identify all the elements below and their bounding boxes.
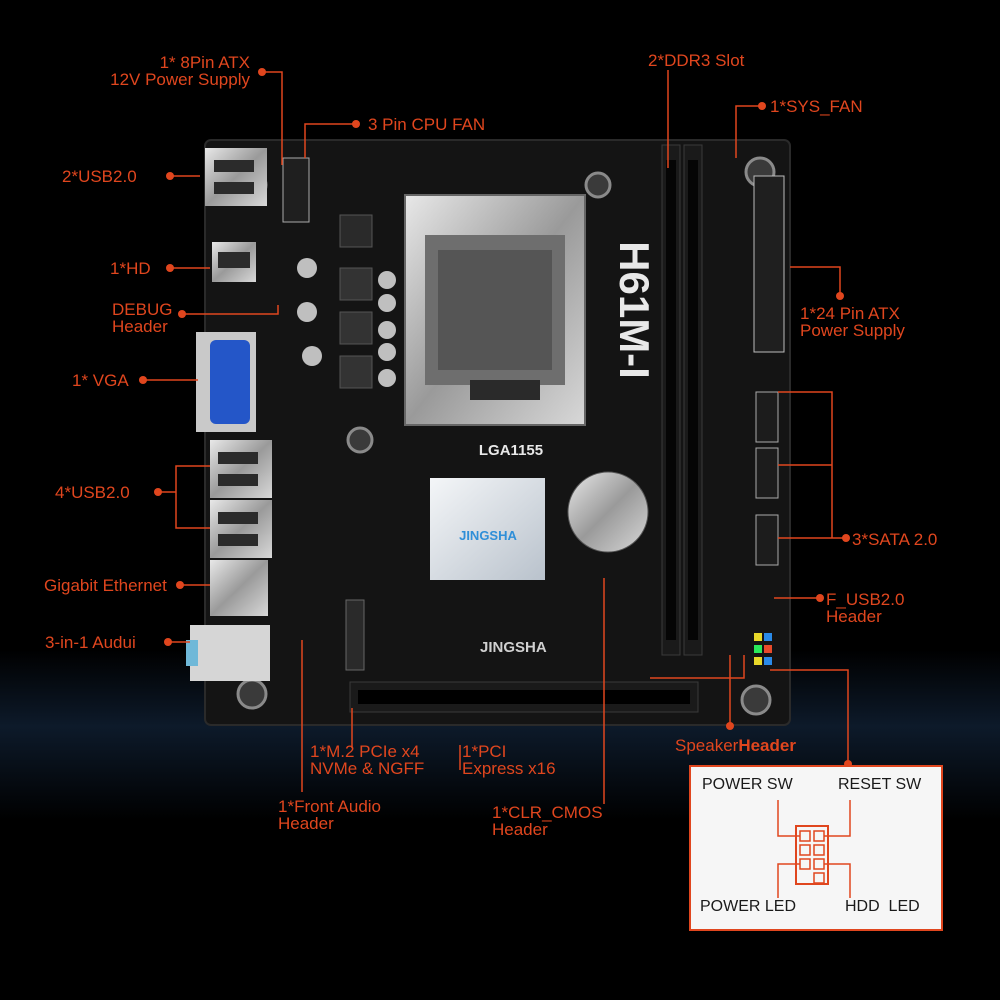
inset-reset-sw: RESET SW: [838, 776, 922, 793]
ddr3-slots: [661, 144, 703, 656]
cpu-socket: [404, 194, 586, 426]
vrm-components: [282, 157, 396, 389]
label-speaker-header: SpeakerHeader: [675, 737, 796, 754]
atx-24pin-connector: [753, 175, 785, 353]
inset-power-sw: POWER SW: [702, 776, 793, 793]
series-logo: H61M-I: [611, 241, 658, 379]
label-ddr3: 2*DDR3 Slot: [648, 51, 745, 70]
front-panel-pins: [754, 633, 772, 665]
audio-jack-block: [190, 625, 270, 681]
inset-power-led: POWER LED: [700, 898, 797, 915]
chipset-heatsink: JINGSHA: [430, 478, 545, 580]
chipset-logo: JINGSHA: [459, 528, 517, 543]
mounting-holes: [236, 156, 776, 716]
ethernet-port: [210, 560, 268, 616]
label-front-audio: 1*Front Audio Header: [278, 797, 382, 833]
callout-lines: [143, 70, 849, 804]
inset-hdd-led: HDD LED: [845, 898, 920, 915]
label-usb-rear-top: 2*USB2.0: [62, 167, 137, 186]
label-sata: 3*SATA 2.0: [852, 530, 938, 549]
front-panel-inset: [689, 765, 943, 931]
speaker-label-suffix: Header: [738, 736, 796, 755]
label-audio: 3-in-1 Audui: [45, 633, 136, 652]
label-m2: 1*M.2 PCIe x4 NVMe & NGFF: [310, 742, 425, 778]
label-usb-rear-4: 4*USB2.0: [55, 483, 130, 502]
atx-8pin-connector: [282, 157, 310, 223]
cmos-battery: [567, 471, 649, 553]
label-hd: 1*HD: [110, 259, 151, 278]
callout-dots: [139, 68, 852, 768]
brand-logo: JINGSHA: [480, 639, 547, 656]
label-sys-fan: 1*SYS_FAN: [770, 97, 863, 116]
speaker-label-prefix: Speaker: [675, 736, 739, 755]
usb-port-stack-2: [210, 500, 272, 558]
usb-port-stack-1: [210, 440, 272, 498]
usb-port-top: [205, 148, 267, 206]
label-atx-24pin: 1*24 Pin ATX Power Supply: [800, 304, 905, 340]
socket-label: LGA1155: [479, 442, 543, 459]
label-pcie: 1*PCI Express x16: [462, 742, 556, 778]
label-vga: 1* VGA: [72, 371, 129, 390]
rear-io: [186, 148, 272, 681]
m2-slot: [345, 599, 365, 671]
label-ethernet: Gigabit Ethernet: [44, 576, 167, 595]
label-debug-header: DEBUG Header: [112, 300, 173, 336]
label-cpu-fan: 3 Pin CPU FAN: [368, 115, 486, 134]
pcie-x16-slot: [349, 681, 699, 713]
label-atx-8pin: 1* 8Pin ATX 12V Power Supply: [110, 53, 250, 89]
sata-ports: [755, 391, 779, 566]
label-f-usb: F_USB2.0 Header: [826, 590, 905, 626]
label-clr-cmos: 1*CLR_CMOS Header: [492, 803, 603, 839]
